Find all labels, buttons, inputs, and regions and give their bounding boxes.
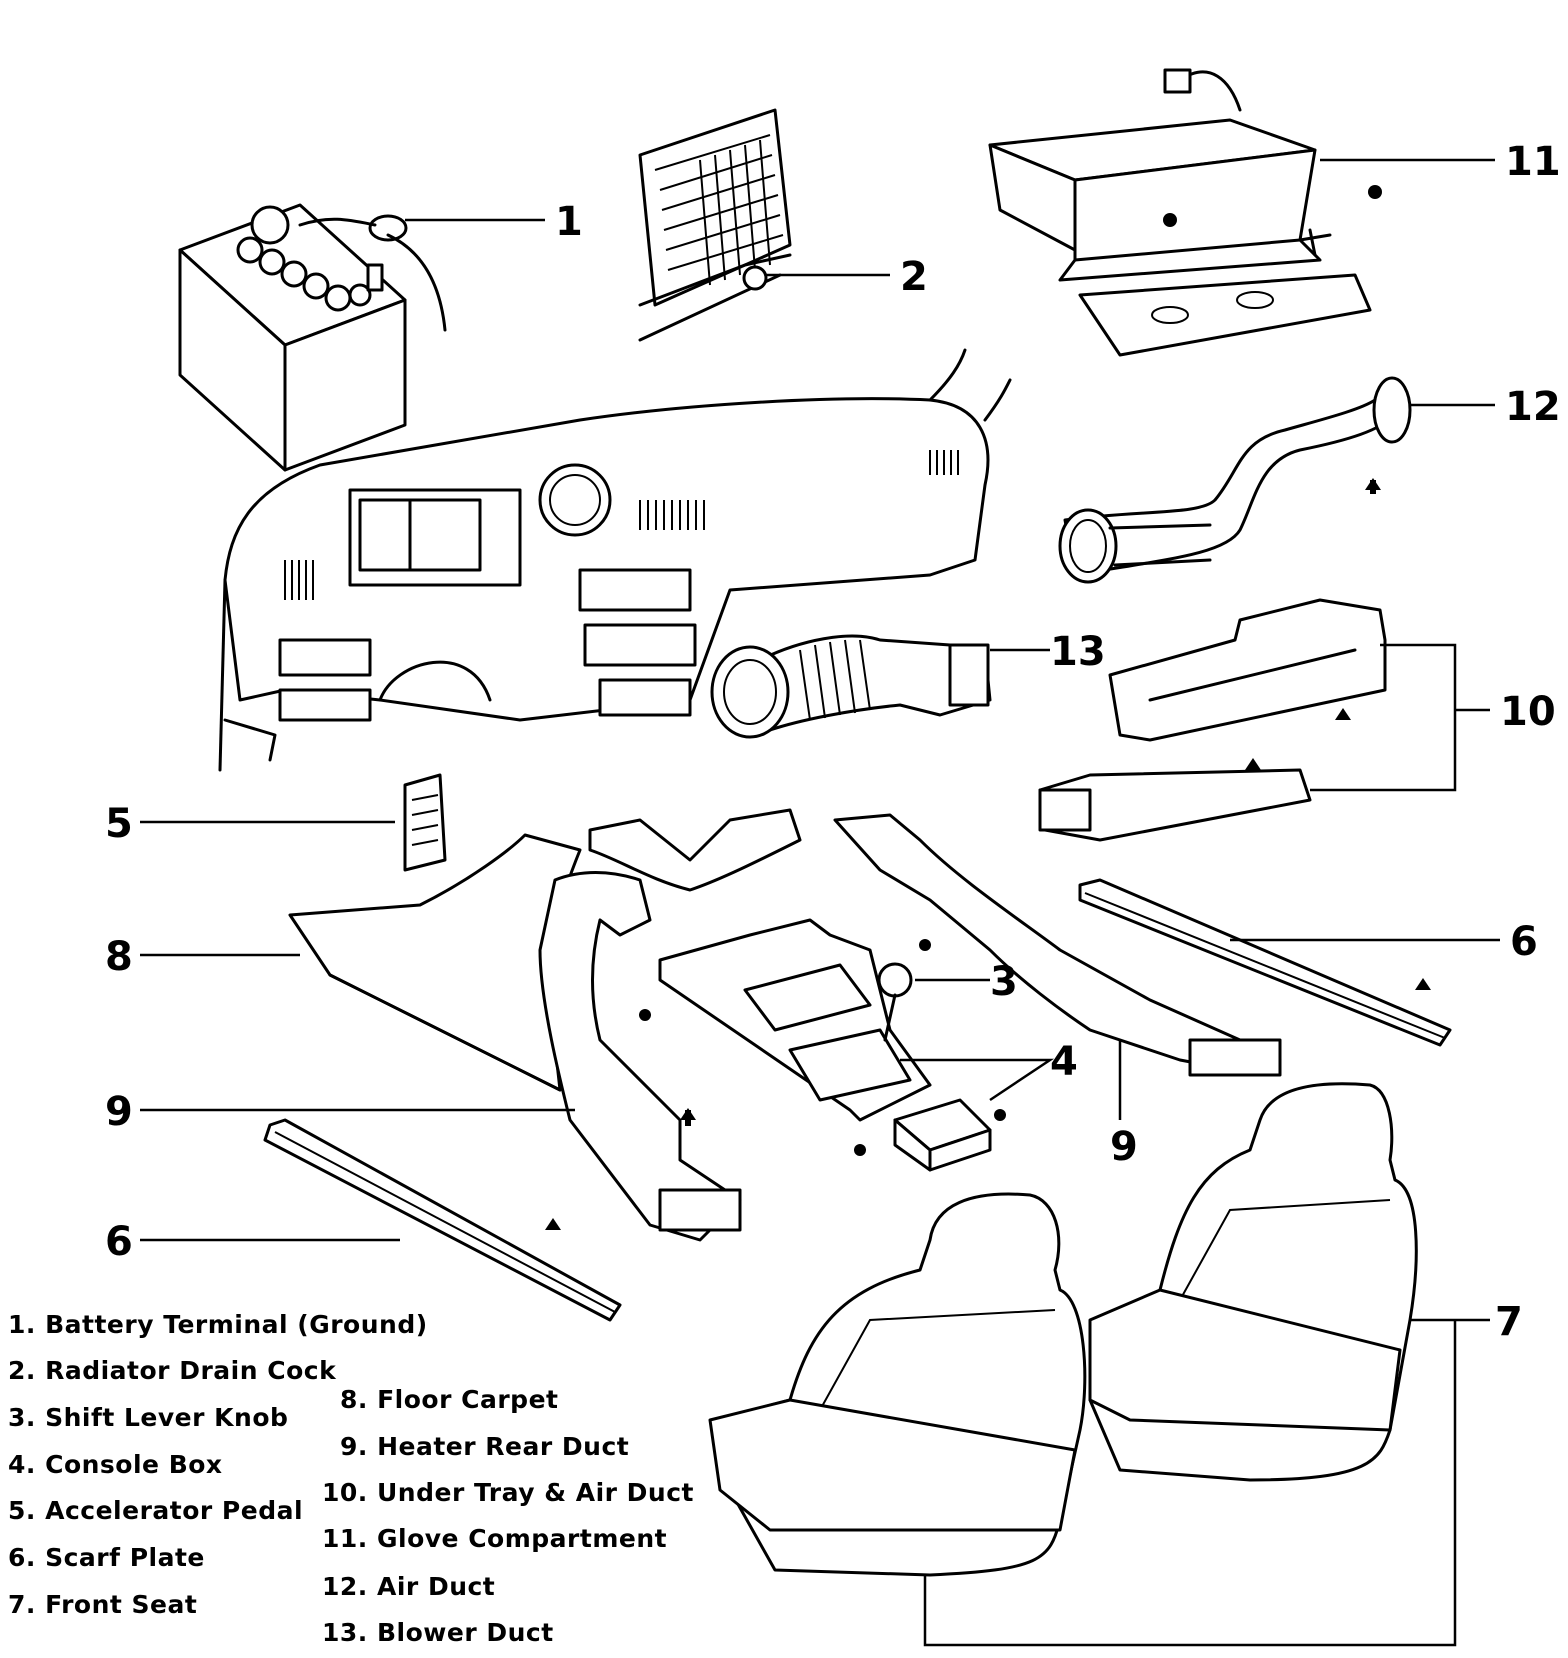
leader-lines (140, 158, 1500, 1647)
callout-9-right: 9 (1110, 1124, 1138, 1170)
callout-3: 3 (990, 959, 1018, 1005)
legend-item-12: 12. Air Duct (322, 1572, 496, 1601)
dashboard (218, 348, 1012, 772)
heater-rear-duct-left (538, 871, 742, 1242)
legend-item-7: 7. Front Seat (8, 1590, 198, 1619)
glove-compartment (988, 68, 1382, 357)
callout-9-left: 9 (105, 1089, 133, 1135)
air-duct (1058, 376, 1412, 584)
battery (178, 203, 447, 472)
legend-item-4: 4. Console Box (8, 1450, 223, 1479)
heater-rear-duct-right (833, 813, 1282, 1077)
blower-duct (710, 634, 992, 739)
callout-2: 2 (900, 254, 928, 300)
front-seats (708, 1082, 1418, 1577)
callout-6-right: 6 (1510, 919, 1538, 965)
legend-item-13: 13. Blower Duct (322, 1618, 554, 1647)
callout-7: 7 (1495, 1299, 1523, 1345)
scarf-plate-right (1078, 878, 1452, 1047)
callout-8: 8 (105, 934, 133, 980)
callout-5: 5 (105, 801, 133, 847)
console-box (639, 918, 1006, 1172)
legend-item-6: 6. Scarf Plate (8, 1543, 205, 1572)
callout-11: 11 (1505, 139, 1561, 185)
legend-item-3: 3. Shift Lever Knob (8, 1403, 289, 1432)
radiator (638, 108, 792, 342)
legend-item-8: 8. Floor Carpet (340, 1385, 559, 1414)
legend-item-2: 2. Radiator Drain Cock (8, 1356, 337, 1385)
callout-13: 13 (1050, 629, 1106, 675)
legend-item-11: 11. Glove Compartment (322, 1524, 668, 1553)
callout-4: 4 (1050, 1039, 1078, 1085)
legend-item-9: 9. Heater Rear Duct (340, 1432, 630, 1461)
legend-item-1: 1. Battery Terminal (Ground) (8, 1310, 428, 1339)
callout-numbers: 1 2 11 12 10 13 5 8 3 6 4 9 9 6 7 (105, 139, 1561, 1345)
callout-1: 1 (555, 199, 583, 245)
callout-12: 12 (1505, 384, 1561, 430)
scarf-plate-left (263, 1118, 622, 1322)
shift-lever-knob (877, 939, 931, 1042)
under-tray (1038, 598, 1387, 842)
callout-10: 10 (1500, 689, 1556, 735)
legend-item-5: 5. Accelerator Pedal (8, 1496, 304, 1525)
accelerator-pedal (403, 773, 447, 872)
legend-item-10: 10. Under Tray & Air Duct (322, 1478, 694, 1507)
callout-6-left: 6 (105, 1219, 133, 1265)
